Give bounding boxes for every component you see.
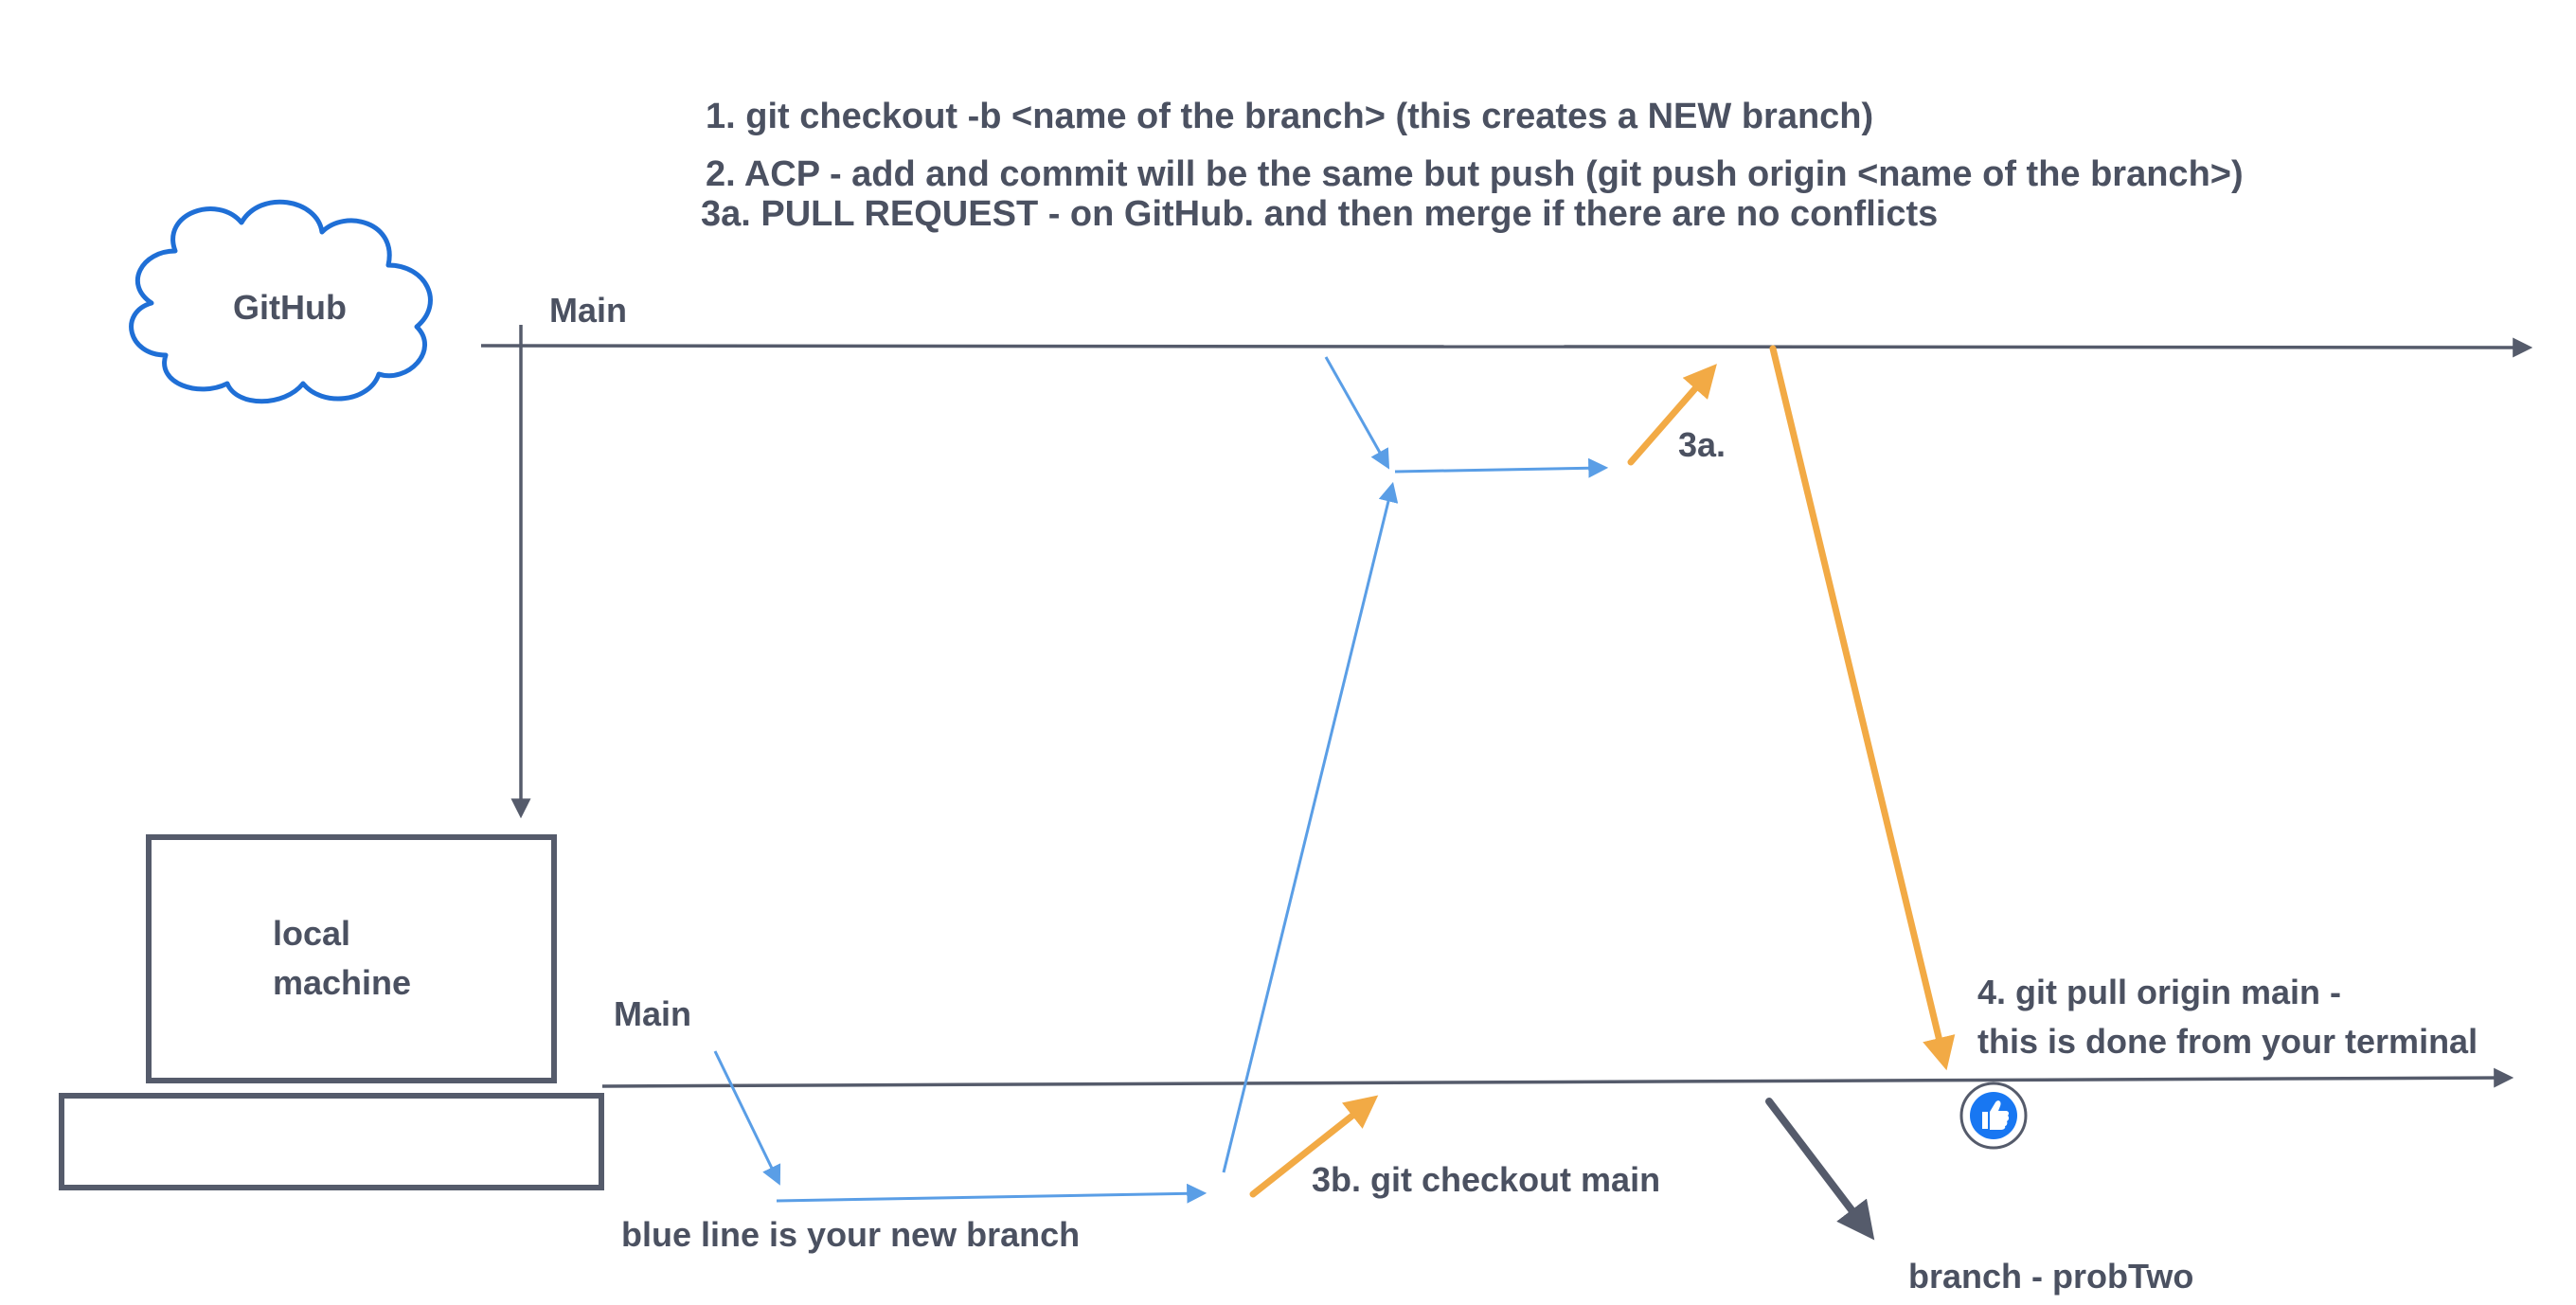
push-branch-arrow: [1222, 481, 1399, 1173]
local-branch-arrow: [776, 1183, 1208, 1204]
step-4-line2: this is done from your terminal: [1977, 1022, 2478, 1061]
github-label: GitHub: [233, 288, 347, 327]
instruction-step-1: 1. git checkout -b <name of the branch> …: [706, 97, 1873, 136]
label-3b: 3b. git checkout main: [1312, 1160, 1660, 1199]
github-main-line: [480, 337, 2533, 358]
branch-probtwo-arrow: [1765, 1098, 1875, 1241]
local-machine-label-line1: local: [273, 914, 350, 953]
thumbs-up-icon: [1959, 1082, 2028, 1150]
checkout-main-arrow: [1249, 1095, 1379, 1198]
local-main-line: [601, 1067, 2514, 1088]
label-3a: 3a.: [1678, 425, 1726, 464]
remote-branch-off-arrow: [1324, 356, 1390, 470]
pull-origin-main-arrow: [1769, 345, 1956, 1071]
merge-pull-request-arrow: [1627, 364, 1717, 466]
branch-name-label: branch - probTwo: [1908, 1257, 2193, 1296]
instruction-step-2: 2. ACP - add and commit will be the same…: [706, 154, 2244, 194]
cloud-icon: [129, 199, 433, 404]
instruction-step-3a: 3a. PULL REQUEST - on GitHub. and then m…: [701, 194, 1938, 234]
computer-icon: [59, 834, 604, 1190]
github-main-label: Main: [549, 291, 627, 330]
blue-line-note: blue line is your new branch: [621, 1215, 1080, 1254]
step-4-line1: 4. git pull origin main -: [1977, 973, 2341, 1011]
remote-branch-arrow: [1394, 457, 1609, 478]
local-main-label: Main: [614, 994, 691, 1033]
branch-off-arrow: [713, 1050, 781, 1186]
local-machine-label-line2: machine: [273, 963, 411, 1002]
